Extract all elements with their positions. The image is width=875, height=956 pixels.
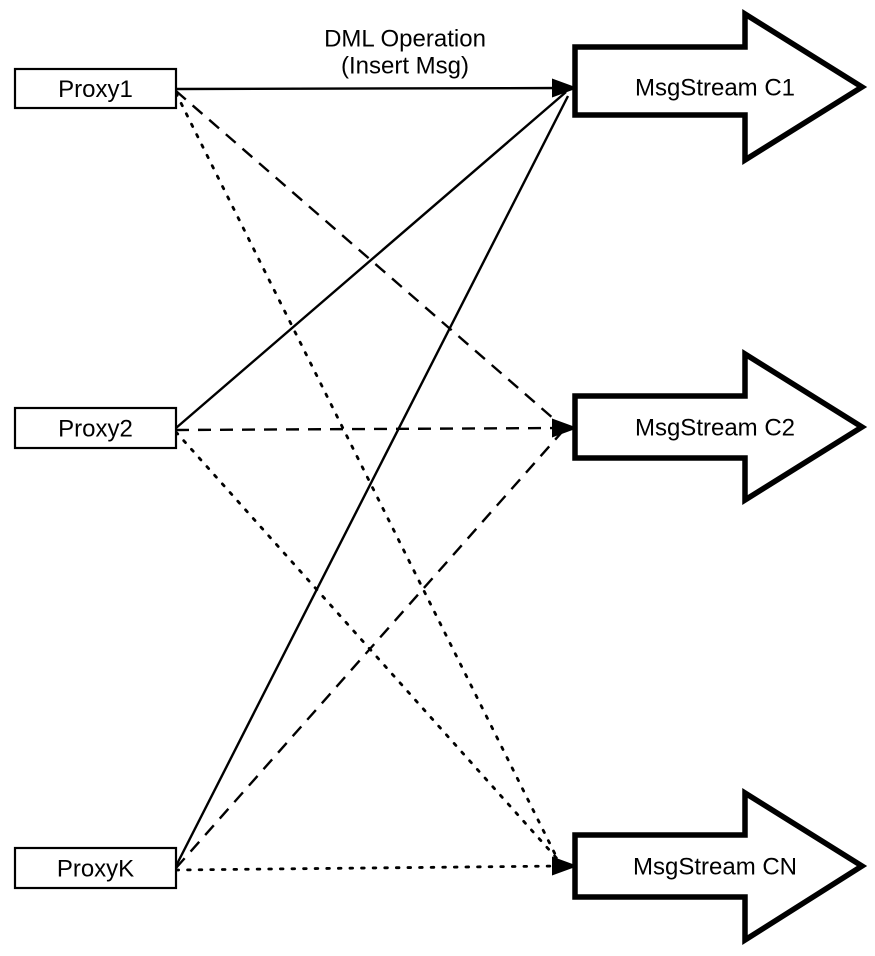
node-proxyK-box xyxy=(13,846,178,890)
link-proxyK-to-c2 xyxy=(175,431,563,869)
msgstream-c2-label: MsgStream C2 xyxy=(635,415,795,442)
link-proxy2-to-cn xyxy=(174,430,562,864)
dml-operation-caption-line2: (Insert Msg) xyxy=(341,53,469,80)
link-proxy1-to-c1 xyxy=(175,86,567,91)
streams-layer: MsgStream C1 MsgStream C2 MsgStream CN xyxy=(572,9,868,945)
arrowhead-into-c1 xyxy=(552,78,578,98)
msgstream-cn[interactable]: MsgStream CN xyxy=(572,788,868,945)
edge-caption-group: DML Operation (Insert Msg) xyxy=(324,26,486,80)
dml-operation-caption-line1: DML Operation xyxy=(324,26,486,53)
node-proxy2-label: Proxy2 xyxy=(58,416,133,443)
msgstream-c1-label: MsgStream C1 xyxy=(635,75,795,102)
msgstream-c1[interactable]: MsgStream C1 xyxy=(572,9,868,165)
node-proxyK-label: ProxyK xyxy=(57,856,134,883)
link-proxy1-to-c2 xyxy=(175,90,563,427)
node-proxy1-label: Proxy1 xyxy=(58,76,133,103)
link-proxyK-to-cn xyxy=(174,864,562,872)
node-proxy1-box xyxy=(13,67,178,110)
node-proxyK[interactable]: ProxyK xyxy=(13,846,178,890)
msgstream-c1-shape xyxy=(572,9,868,165)
msgstream-cn-shape xyxy=(572,788,868,945)
msgstream-c2[interactable]: MsgStream C2 xyxy=(572,349,868,505)
msgstream-cn-label: MsgStream CN xyxy=(633,854,797,881)
arrowhead-into-c2 xyxy=(552,418,578,438)
link-proxyK-to-c1 xyxy=(174,95,570,867)
link-proxy2-to-c1 xyxy=(175,91,567,429)
node-proxy2-box xyxy=(13,406,178,450)
node-proxy2[interactable]: Proxy2 xyxy=(13,406,178,450)
node-proxy1[interactable]: Proxy1 xyxy=(13,67,178,110)
links-layer xyxy=(174,86,570,872)
link-proxy1-to-cn xyxy=(174,91,562,866)
arrowhead-into-cn xyxy=(552,856,578,876)
arrowheads-layer xyxy=(552,78,578,876)
link-proxy2-to-c2 xyxy=(175,426,563,432)
msgstream-c2-shape xyxy=(572,349,868,505)
